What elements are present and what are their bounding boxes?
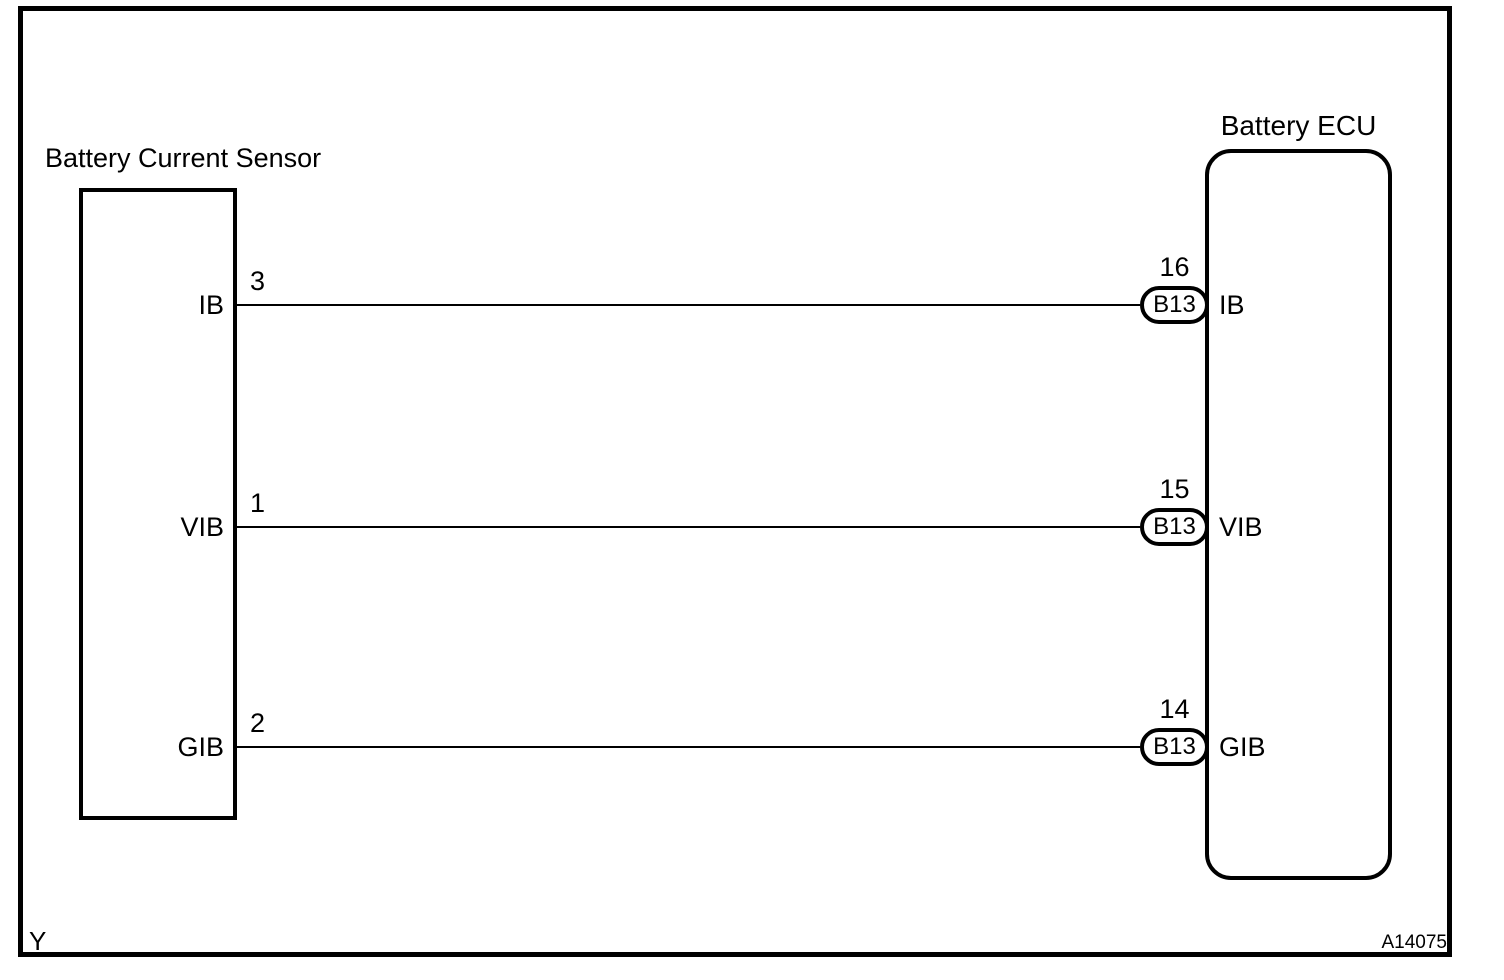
ecu-pin-label-vib: VIB <box>1219 512 1263 542</box>
battery-ecu-box <box>1205 149 1392 880</box>
wire-gib <box>237 746 1140 748</box>
footer-figure-code: A14075 <box>1381 932 1447 953</box>
ecu-pin-number-15: 15 <box>1159 474 1190 504</box>
sensor-pin-label-ib: IB <box>198 290 224 320</box>
sensor-pin-number-1: 1 <box>250 488 266 518</box>
wire-ib <box>237 304 1140 306</box>
sensor-title: Battery Current Sensor <box>45 143 322 173</box>
wire-vib <box>237 526 1140 528</box>
connector-pill-b13-ib: B13 <box>1140 286 1209 324</box>
connector-pill-b13-vib: B13 <box>1140 508 1209 546</box>
sensor-pin-number-2: 2 <box>250 708 266 738</box>
sensor-pin-label-vib: VIB <box>180 512 224 542</box>
ecu-pin-label-ib: IB <box>1219 290 1245 320</box>
footer-page-mark: Y <box>29 926 47 956</box>
sensor-pin-number-3: 3 <box>250 266 266 296</box>
ecu-title: Battery ECU <box>1220 110 1377 141</box>
battery-current-sensor-box <box>79 188 237 820</box>
ecu-pin-label-gib: GIB <box>1219 732 1266 762</box>
connector-pill-b13-gib: B13 <box>1140 728 1209 766</box>
ecu-pin-number-16: 16 <box>1159 252 1190 282</box>
ecu-pin-number-14: 14 <box>1159 694 1190 724</box>
sensor-pin-label-gib: GIB <box>177 732 224 762</box>
